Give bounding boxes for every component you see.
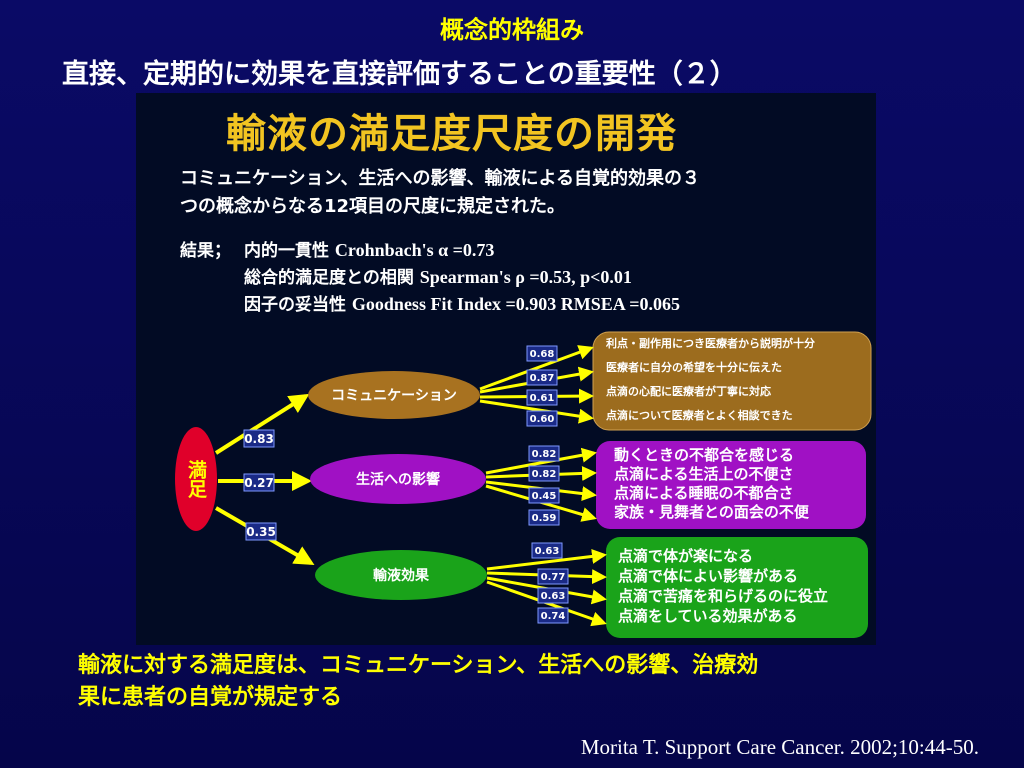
item-text: 点滴で体によい影響がある	[618, 567, 798, 585]
result-stat: Goodness Fit Index =0.903 RMSEA =0.065	[351, 294, 680, 314]
satisfaction-node	[175, 427, 217, 531]
loading-value: 0.35	[246, 525, 276, 539]
results-label: 結果；	[180, 241, 231, 261]
description-line: つの概念からなる12項目の尺度に規定された。	[180, 196, 566, 217]
embedded-slide-image: 輸液の満足度尺度の開発 コミュニケーション、生活への影響、輸液による自覚的効果の…	[136, 93, 876, 645]
item-text: 点滴による生活上の不便さ	[614, 465, 794, 483]
items-box-life-impact	[596, 441, 866, 529]
svg-text:0.87: 0.87	[530, 373, 555, 384]
result-stat: Spearman's ρ =0.53, p<0.01	[419, 267, 632, 287]
item-text: 点滴による睡眠の不都合さ	[614, 484, 794, 502]
svg-text:0.45: 0.45	[532, 491, 557, 502]
svg-text:0.63: 0.63	[535, 546, 560, 557]
factor-label: 輸液効果	[373, 567, 430, 584]
factor-node-communication	[308, 371, 480, 419]
item-loadings-infusion-effect: 0.63 0.77 0.63 0.74	[531, 542, 569, 624]
item-text: 点滴について医療者とよく相談できた	[606, 408, 793, 422]
result-row: 総合的満足度との相関 Spearman's ρ =0.53, p<0.01	[244, 263, 632, 288]
result-name: 内的一貫性	[244, 241, 329, 261]
scale-title: 輸液の満足度尺度の開発	[226, 111, 677, 157]
factor-node-life-impact	[310, 454, 486, 504]
result-row: 因子の妥当性 Goodness Fit Index =0.903 RMSEA =…	[244, 290, 680, 315]
items-box-infusion-effect	[606, 537, 868, 638]
item-arrows-life-impact	[485, 447, 597, 522]
item-text: 医療者に自分の希望を十分に伝えた	[606, 360, 782, 374]
result-name: 総合的満足度との相関	[244, 268, 414, 288]
svg-text:0.74: 0.74	[541, 611, 566, 622]
result-name: 因子の妥当性	[244, 295, 346, 315]
conclusion-note: 輸液に対する満足度は、コミュニケーション、生活への影響、治療効 果に患者の自覚が…	[78, 650, 758, 714]
item-text: 動くときの不都合を感じる	[614, 446, 794, 464]
loading-box	[245, 522, 277, 541]
satisfaction-label: 満足	[185, 460, 207, 499]
root-arrow-1	[214, 393, 310, 455]
svg-text:0.82: 0.82	[532, 449, 557, 460]
loading-value: 0.27	[244, 476, 274, 490]
slide-subheading: 直接、定期的に効果を直接評価することの重要性（２）	[62, 59, 737, 90]
item-loadings-communication: 0.68 0.87 0.61 0.60	[526, 345, 558, 427]
item-text: 点滴をしている効果がある	[618, 607, 798, 625]
svg-text:0.61: 0.61	[530, 393, 555, 404]
scale-description: コミュニケーション、生活への影響、輸液による自覚的効果の３ つの概念からなる12…	[180, 165, 700, 221]
svg-text:0.68: 0.68	[530, 349, 555, 360]
factor-label: コミュニケーション	[331, 388, 457, 404]
item-text: 利点・副作用につき医療者から説明が十分	[606, 336, 815, 350]
item-loadings-life-impact: 0.82 0.82 0.45 0.59	[528, 445, 560, 526]
svg-text:0.59: 0.59	[532, 513, 557, 524]
item-text: 点滴で苦痛を和らげるのに役立	[618, 587, 828, 605]
note-line: 果に患者の自覚が規定する	[78, 685, 343, 710]
svg-text:0.82: 0.82	[532, 469, 557, 480]
note-line: 輸液に対する満足度は、コミュニケーション、生活への影響、治療効	[78, 653, 759, 678]
svg-text:0.63: 0.63	[541, 591, 566, 602]
item-text: 点滴の心配に医療者が丁寧に対応	[606, 384, 771, 398]
svg-text:0.60: 0.60	[530, 414, 555, 425]
loading-value: 0.83	[244, 432, 274, 446]
factor-diagram: 満足 0.83 0.27 0.35 コミュニケーション 生活への影響 輸液効果 …	[175, 331, 872, 638]
item-text: 点滴で体が楽になる	[618, 547, 753, 565]
citation: Morita T. Support Care Cancer. 2002;10:4…	[580, 735, 979, 759]
loading-box	[243, 473, 275, 492]
factor-label: 生活への影響	[356, 471, 440, 488]
loading-box	[243, 429, 275, 448]
item-text: 家族・見舞者との面会の不便	[614, 503, 810, 521]
description-line: コミュニケーション、生活への影響、輸液による自覚的効果の３	[180, 168, 701, 189]
result-stat: Crohnbach's α =0.73	[334, 240, 495, 260]
result-row: 内的一貫性 Crohnbach's α =0.73	[244, 236, 494, 261]
factor-node-infusion-effect	[315, 550, 487, 600]
svg-text:0.77: 0.77	[541, 572, 566, 583]
slide-heading: 概念的枠組み	[440, 16, 584, 44]
